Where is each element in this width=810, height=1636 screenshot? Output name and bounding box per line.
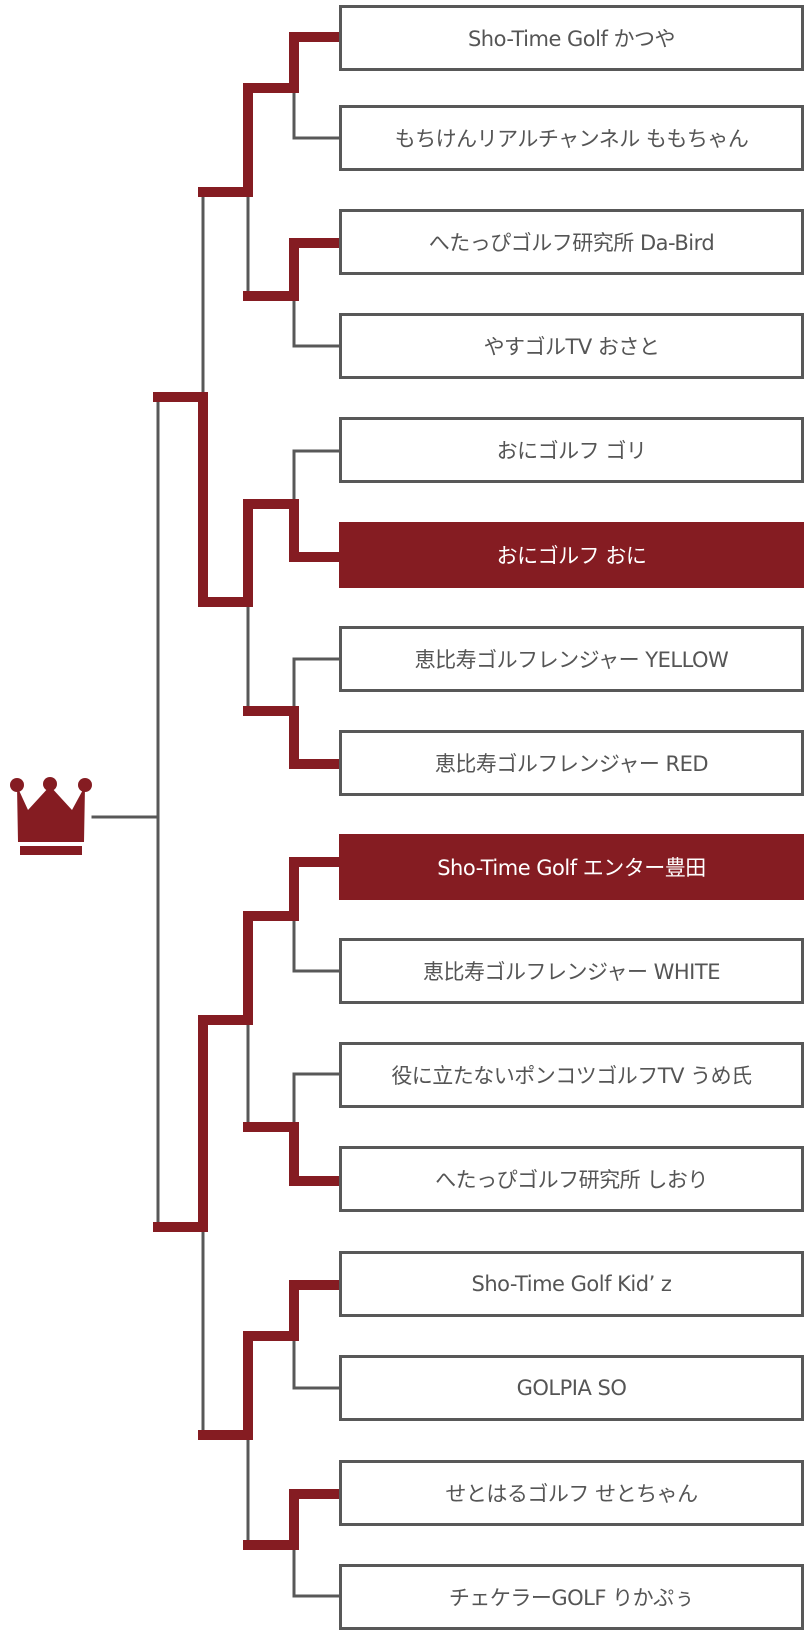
team-box: チェケラーGOLF りかぷぅ [339,1564,804,1630]
connector-r2-4 [246,1334,296,1547]
winner-path-4 [243,706,339,769]
winner-path-7 [198,1280,339,1440]
team-box: 恵比寿ゴルフレンジャー WHITE [339,938,804,1004]
connector-r1-3 [292,449,341,559]
connector-r2-2 [246,502,296,713]
connector-semi [156,395,205,1229]
connector-r1-5 [292,860,341,973]
connector-r3-2 [201,1018,250,1437]
connector-r3-1 [201,190,250,604]
team-box: へたっぴゴルフ研究所 Da-Bird [339,209,804,275]
team-box: Sho-Time Golf かつや [339,5,804,71]
bracket-lines [91,35,341,1598]
team-box-winner: Sho-Time Golf エンター豊田 [339,834,804,900]
team-box-winner: おにゴルフ おに [339,522,804,588]
team-box: やすゴルTV おさと [339,313,804,379]
team-box: へたっぴゴルフ研究所 しおり [339,1146,804,1212]
team-box: 恵比寿ゴルフレンジャー YELLOW [339,626,804,692]
winner-path-8 [243,1489,339,1550]
team-box: 恵比寿ゴルフレンジャー RED [339,730,804,796]
connector-r2-1 [246,86,296,298]
connector-r1-6 [292,1072,341,1183]
crown-icon [10,777,92,855]
connector-r2-3 [246,914,296,1129]
winner-path-2 [243,238,339,301]
team-box: 役に立たないポンコツゴルフTV うめ氏 [339,1042,804,1108]
team-box: せとはるゴルフ せとちゃん [339,1460,804,1526]
winner-path-1 [198,32,339,197]
winner-path-5 [153,857,339,1232]
winner-path-3 [153,392,339,607]
team-box: Sho-Time Golf Kid’ z [339,1251,804,1317]
winner-paths [153,32,339,1550]
connector-r1-2 [292,241,341,348]
connector-r1-7 [292,1283,341,1390]
team-box: GOLPIA SO [339,1355,804,1421]
team-box: もちけんリアルチャンネル ももちゃん [339,105,804,171]
connector-r1-1 [292,35,341,140]
winner-path-6 [243,1122,339,1186]
connector-r1-8 [292,1492,341,1598]
team-box: おにゴルフ ゴリ [339,417,804,483]
connector-r1-4 [292,657,341,766]
